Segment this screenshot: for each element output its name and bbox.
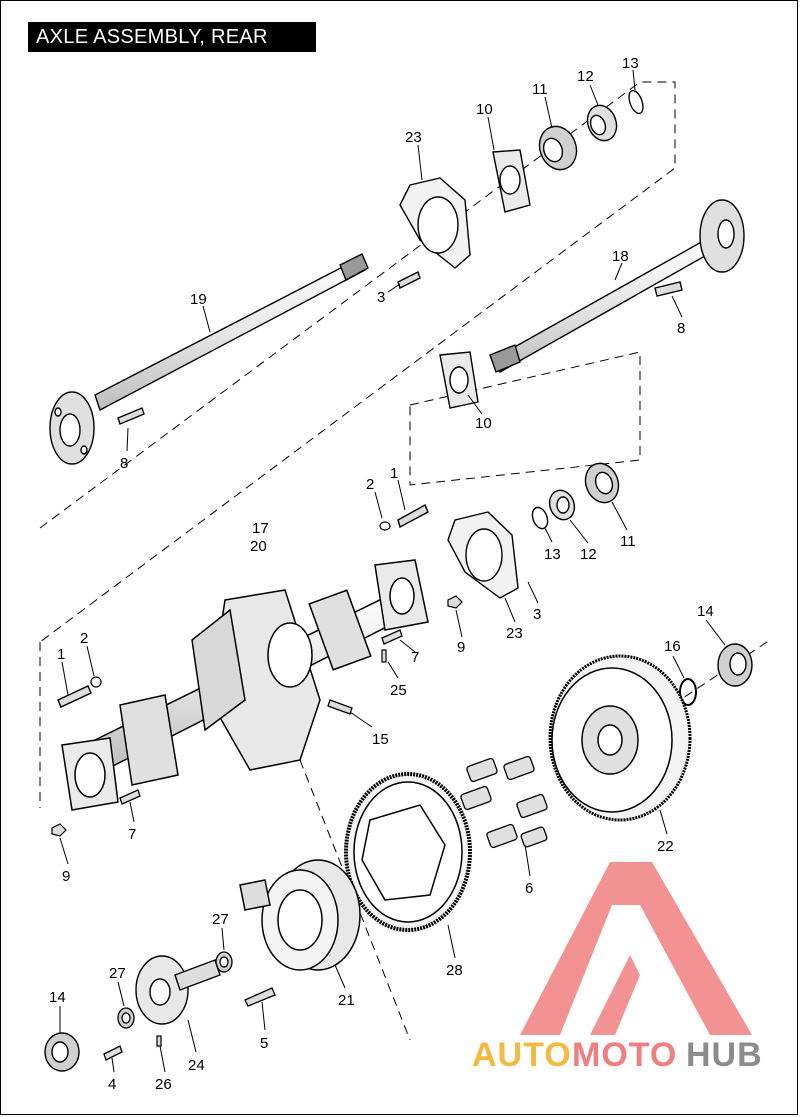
part-26-pin [156,1035,162,1047]
callout-13: 13 [544,546,561,563]
part-23-gasket-lower [447,511,519,599]
part-13-snap-ring-top [628,89,644,115]
part-23-gasket-top [399,177,471,269]
part-21-carrier [239,859,361,971]
callout-labels: 13 12 11 10 23 19 3 18 8 8 10 2 1 17 20 … [49,55,714,1093]
watermark-logo [520,862,752,1035]
callout-4: 4 [108,1076,116,1093]
part-24-hub [135,955,221,1025]
callout-12: 12 [580,546,597,563]
callout-6: 6 [525,880,533,897]
part-25-dowel-pin [381,649,387,663]
part-15-bolt [327,699,353,715]
callout-7: 7 [128,826,136,843]
callout-5: 5 [260,1035,268,1052]
callout-27: 27 [109,965,126,982]
callout-21: 21 [338,992,355,1009]
callout-20: 20 [250,538,267,555]
part-10-retainer-plate-top [492,149,531,213]
part-22-sprocket [548,654,692,822]
part-2-washer-upper [379,521,391,531]
callout-2: 2 [366,476,374,493]
callout-10: 10 [476,101,493,118]
part-28-ring-gear [344,772,472,932]
callout-11: 11 [620,533,636,550]
part-27-bearing-right [215,951,233,973]
part-1-bolt-upper [397,504,429,529]
callout-10: 10 [475,415,492,432]
part-11-seal-lower [584,462,620,504]
callout-28: 28 [446,962,463,979]
callout-3: 3 [377,289,385,306]
watermark-moto: MOTO [572,1036,677,1074]
callout-8: 8 [677,320,685,337]
callout-17: 17 [252,520,269,537]
part-7-stud-lower [119,789,141,805]
callout-14: 14 [697,603,714,620]
callout-19: 19 [190,291,207,308]
callout-7: 7 [411,649,419,666]
part-13-snap-ring-lower [531,506,549,530]
callout-26: 26 [155,1076,172,1093]
part-8-stud-left [117,407,145,425]
watermark-text: AUTO MOTO HUB [472,1036,763,1074]
part-5-bolt [244,987,276,1007]
part-12-bearing-top [586,104,618,142]
callout-15: 15 [372,731,389,748]
part-10-retainer-plate-lower [439,351,479,409]
part-14-bearing-left [44,1032,80,1072]
callout-11: 11 [532,81,548,98]
part-16-snap-ring [679,678,697,706]
callout-24: 24 [188,1057,205,1074]
part-17-20-axle-housing [61,559,429,811]
part-18-axle-shaft-right [489,199,745,374]
part-12-bearing-lower [548,489,576,521]
part-7-stud-upper [381,629,403,645]
watermark-hub: HUB [686,1036,763,1074]
callout-1: 1 [57,646,65,663]
callout-9: 9 [457,639,465,656]
callout-8: 8 [120,455,128,472]
callout-18: 18 [612,248,629,265]
callout-3: 3 [533,606,541,623]
part-2-washer-lower [90,676,102,688]
callout-2: 2 [80,630,88,647]
callout-14: 14 [49,989,66,1006]
callout-12: 12 [577,68,594,85]
part-19-axle-shaft-left [49,253,369,465]
part-9-nut-upper [447,595,463,609]
callout-9: 9 [62,868,70,885]
part-3-bolt-top [397,271,421,289]
leader-lines [59,69,726,1073]
part-14-bearing-right [717,643,753,687]
part-4-bolt [103,1045,123,1061]
part-6-cushions [460,755,548,849]
watermark-auto: AUTO [472,1036,572,1074]
callout-1: 1 [390,465,398,482]
callout-25: 25 [390,682,407,699]
callout-16: 16 [664,638,681,655]
page-title: AXLE ASSEMBLY, REAR [28,22,316,52]
part-8-stud-right [654,281,683,297]
part-1-bolt-lower [57,685,92,708]
part-9-nut-lower [51,823,67,837]
callout-27: 27 [212,911,229,928]
part-27-bearing-left [117,1007,135,1029]
callout-13: 13 [622,55,639,72]
callout-23: 23 [506,625,523,642]
callout-23: 23 [405,129,422,146]
callout-22: 22 [657,838,674,855]
part-11-seal-top [538,125,578,171]
